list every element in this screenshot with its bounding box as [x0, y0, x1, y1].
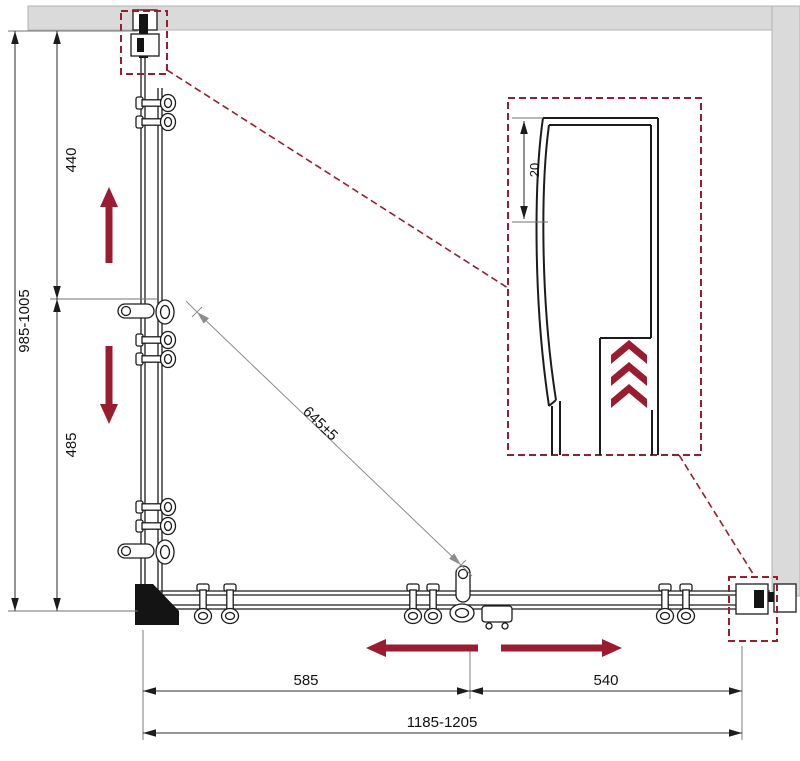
roller — [423, 583, 443, 625]
diagonal-dimension: 645±5 — [185, 300, 473, 577]
roller — [135, 330, 177, 350]
corner-connector — [135, 584, 179, 625]
dim-left-total-label: 985-1005 — [16, 289, 33, 352]
bracket-bar — [746, 592, 794, 602]
extension-line — [512, 117, 548, 223]
guide-foot — [501, 622, 509, 630]
bracket-body — [130, 33, 160, 57]
chevron-up-icon — [611, 340, 647, 364]
roller — [676, 583, 696, 625]
dim-bottom-left-label: 585 — [293, 672, 318, 689]
chevron-up-icon — [611, 362, 647, 386]
bottom-panel-assembly — [152, 565, 797, 630]
roller — [193, 583, 213, 625]
movement-arrow-right — [501, 639, 622, 657]
dim-bottom-right-label: 540 — [593, 672, 618, 689]
top-wall-bracket — [130, 9, 160, 58]
dim-detail-gap-label: 20 — [527, 163, 542, 177]
guide-body — [481, 605, 513, 623]
movement-arrows — [100, 187, 622, 657]
right-wall-bracket — [735, 583, 797, 615]
wall-right — [771, 5, 800, 597]
roller — [135, 349, 177, 369]
profile-glass-seal-section — [535, 117, 561, 455]
roller — [403, 583, 423, 625]
movement-arrow-down — [100, 346, 118, 424]
roller — [135, 497, 177, 517]
left-panel-assembly — [117, 9, 177, 616]
detail-view: 20 — [507, 97, 702, 456]
callout-box-right — [728, 576, 778, 642]
door-handle-left — [117, 299, 175, 325]
dimensions: 985-1005 440 485 585 540 1185-1205 645±5 — [8, 30, 743, 740]
door-handle-left-lower — [117, 539, 175, 565]
bracket-insert — [754, 590, 764, 608]
adjustment-chevrons — [611, 340, 647, 408]
roller — [135, 112, 177, 132]
guide-foot — [485, 622, 493, 630]
roller — [135, 93, 177, 113]
detail-leader-line-top — [166, 69, 509, 289]
bracket-insert — [137, 38, 144, 52]
dim-line-diagonal — [196, 311, 462, 566]
dim-left-upper-label: 440 — [63, 147, 80, 172]
dim-left-lower-label: 485 — [63, 432, 80, 457]
door-guide-bracket — [481, 605, 513, 630]
dim-diagonal-label: 645±5 — [299, 403, 341, 444]
extension-lines — [8, 30, 743, 740]
callout-box-top — [120, 10, 168, 75]
roller — [655, 583, 675, 625]
shower-enclosure-plan — [117, 9, 797, 630]
detail-callouts — [120, 10, 778, 642]
profile-rail-section — [543, 117, 659, 455]
chevron-up-icon — [611, 384, 647, 408]
roller — [135, 516, 177, 536]
diagonal-ticks — [185, 300, 473, 577]
detail-leader-line-right — [678, 454, 756, 578]
dim-bottom-total-label: 1185-1205 — [407, 714, 478, 731]
bracket-wall-cut — [773, 583, 797, 613]
movement-arrow-up — [100, 187, 118, 263]
roller — [220, 583, 240, 625]
detail-gap-dimension: 20 — [512, 117, 548, 223]
movement-arrow-left — [366, 639, 478, 657]
